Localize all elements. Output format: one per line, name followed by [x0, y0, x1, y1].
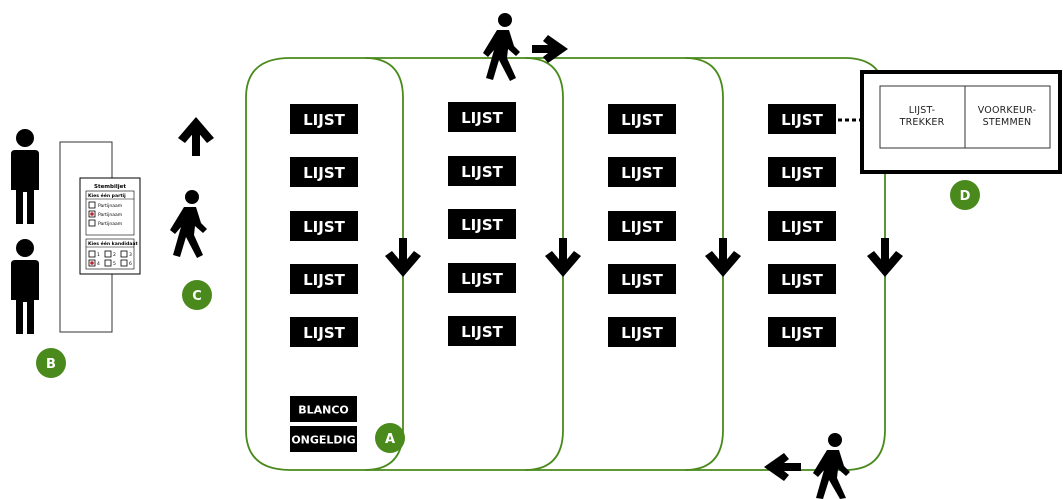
list-label-text: LIJST — [303, 111, 346, 129]
badge-b: B — [36, 348, 66, 378]
badge-b-text: B — [46, 357, 56, 372]
standing-person-icon — [11, 239, 39, 334]
list-label-text: LIJST — [461, 109, 504, 127]
list-label-text: LIJST — [621, 218, 664, 236]
voorkeurstemmen-label: STEMMEN — [983, 117, 1032, 128]
list-label-text: LIJST — [461, 270, 504, 288]
ballot-candidate-number: 6 — [129, 261, 132, 267]
ballot-candidate-number: 1 — [97, 252, 100, 258]
list-label: LIJST — [768, 211, 836, 241]
walking-person-icon — [170, 190, 207, 258]
list-label-text: LIJST — [781, 111, 824, 129]
ballot-party-header: Kies één partij — [88, 192, 126, 199]
list-label: LIJST — [290, 317, 358, 347]
list-label-text: LIJST — [303, 324, 346, 342]
ballot-candidate-number: 5 — [113, 261, 116, 267]
list-label: LIJST — [608, 264, 676, 294]
blanco-label: BLANCO — [290, 396, 357, 422]
down-arrow-icon — [545, 238, 581, 277]
list-label-text: LIJST — [621, 271, 664, 289]
voorkeurstemmen-label: VOORKEUR- — [978, 105, 1037, 116]
badge-a-text: A — [385, 432, 395, 447]
list-label: LIJST — [448, 263, 516, 293]
walking-person-icon — [483, 13, 520, 81]
up-arrow-icon — [178, 117, 214, 156]
ongeldig-label: ONGELDIG — [290, 426, 357, 452]
badge-c: C — [182, 280, 212, 310]
list-label-text: LIJST — [303, 164, 346, 182]
list-label: LIJST — [448, 209, 516, 239]
list-label-text: LIJST — [621, 324, 664, 342]
badge-d: D — [950, 180, 980, 210]
blanco-text: BLANCO — [298, 404, 349, 417]
ballot-party-row: Partijnaam — [98, 212, 122, 218]
list-label: LIJST — [608, 104, 676, 134]
right-arrow-icon — [532, 35, 568, 63]
down-arrow-icon — [385, 238, 421, 277]
list-label-text: LIJST — [461, 323, 504, 341]
list-label-text: LIJST — [781, 164, 824, 182]
ballot-party-row: Partijnaam — [98, 221, 122, 227]
left-arrow-icon — [764, 453, 801, 481]
badge-c-text: C — [192, 289, 202, 304]
list-label: LIJST — [290, 211, 358, 241]
standing-person-icon — [11, 129, 39, 224]
column-4: LIJST LIJST LIJST LIJST LIJST — [768, 104, 836, 347]
list-label-text: LIJST — [303, 218, 346, 236]
ongeldig-text: ONGELDIG — [291, 434, 355, 447]
down-arrow-icon — [705, 238, 741, 277]
ballot-candidate-number: 2 — [113, 252, 116, 258]
list-label: LIJST — [608, 317, 676, 347]
list-label-text: LIJST — [781, 324, 824, 342]
list-label-text: LIJST — [303, 271, 346, 289]
list-label-text: LIJST — [781, 218, 824, 236]
list-label: LIJST — [448, 156, 516, 186]
list-label-text: LIJST — [461, 163, 504, 181]
ballot-title: Stembiljet — [94, 184, 126, 190]
column-1: LIJST LIJST LIJST LIJST LIJST — [290, 104, 358, 347]
list-label-text: LIJST — [461, 216, 504, 234]
list-label: LIJST — [768, 264, 836, 294]
list-label: LIJST — [448, 102, 516, 132]
down-arrow-icon — [867, 238, 903, 277]
list-label: LIJST — [290, 157, 358, 187]
list-label: LIJST — [448, 316, 516, 346]
list-label: LIJST — [768, 317, 836, 347]
walking-person-icon — [813, 433, 850, 499]
list-label: LIJST — [768, 157, 836, 187]
list-label-text: LIJST — [621, 111, 664, 129]
list-label: LIJST — [290, 264, 358, 294]
column-3: LIJST LIJST LIJST LIJST LIJST — [608, 104, 676, 347]
ballot-party-row: Partijnaam — [98, 203, 122, 209]
list-label: LIJST — [290, 104, 358, 134]
list-label-text: LIJST — [621, 164, 664, 182]
column-2: LIJST LIJST LIJST LIJST LIJST — [448, 102, 516, 346]
badge-a: A — [375, 423, 405, 453]
list-label-text: LIJST — [781, 271, 824, 289]
detail-box: LIJST- TREKKER VOORKEUR- STEMMEN — [860, 70, 1062, 174]
lijsttrekker-label: LIJST- — [909, 105, 936, 116]
ballot: Stembiljet Kies één partij Partijnaam Pa… — [79, 177, 141, 275]
ballot-candidate-number: 3 — [129, 252, 132, 258]
ballot-candidate-header: Kies één kandidaat — [88, 240, 138, 247]
badge-d-text: D — [960, 189, 971, 204]
list-label: LIJST — [608, 211, 676, 241]
ballot-candidate-number: 4 — [97, 261, 100, 267]
list-label: LIJST — [608, 157, 676, 187]
lijsttrekker-label: TREKKER — [899, 117, 945, 128]
list-label: LIJST — [768, 104, 836, 134]
